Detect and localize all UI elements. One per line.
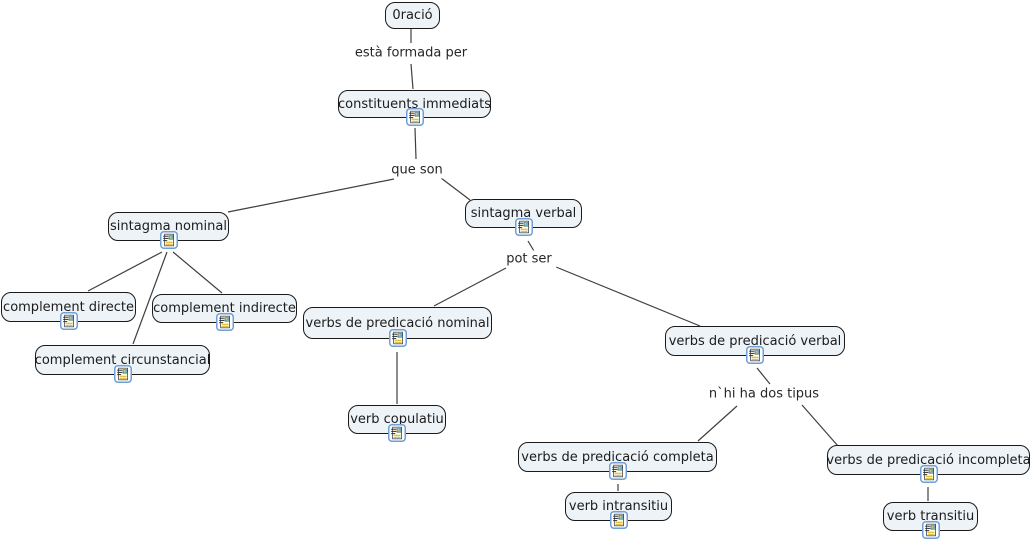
concept-node-constituents-immediats[interactable]: constituents immediats [338, 90, 491, 126]
concept-node-label: verbs de predicació completa [521, 449, 714, 465]
concept-node-label: constituents immediats [337, 96, 492, 112]
resource-link-icon[interactable] [608, 462, 627, 480]
concept-node-oracio[interactable]: 0ració [385, 2, 440, 29]
connector-line-6 [172, 251, 223, 294]
concept-node-label: verbs de predicació nominal [305, 315, 490, 331]
concept-node-verbs-predicacio-nominal[interactable]: verbs de predicació nominal [303, 307, 492, 347]
resource-link-icon[interactable] [159, 231, 178, 249]
concept-node-verbs-predicacio-completa[interactable]: verbs de predicació completa [518, 442, 717, 480]
concept-node-complement-indirecte[interactable]: complement indirecte [152, 294, 297, 331]
concept-node-label: verb copulatiu [350, 412, 444, 427]
connector-line-3 [227, 178, 395, 213]
resource-link-icon[interactable] [746, 346, 764, 364]
resource-link-icon[interactable] [388, 424, 406, 442]
concept-node-label: verb transitiu [886, 509, 975, 524]
concept-node-verb-intransitiu[interactable]: verb intransitiu [565, 492, 672, 529]
connector-line-9 [433, 267, 507, 307]
connector-line-7 [132, 251, 168, 345]
connector-line-2 [414, 127, 417, 160]
connector-line-12 [756, 367, 771, 385]
concept-node-verb-transitiu[interactable]: verb transitiu [883, 502, 978, 539]
concept-node-verbs-predicacio-incompleta[interactable]: verbs de predicació incompleta [826, 445, 1031, 483]
link-phrase-nhi-ha-dos-tipus[interactable]: n`hi ha dos tipus [704, 385, 824, 403]
resource-link-icon[interactable] [113, 365, 132, 383]
resource-link-icon[interactable] [921, 521, 940, 539]
concept-node-label: verbs de predicació incompleta [826, 452, 1031, 468]
connector-line-13 [697, 405, 738, 442]
concept-node-label: sintagma verbal [470, 206, 577, 221]
concept-node-complement-circunstancial[interactable]: complement circunstancial [35, 345, 210, 383]
connector-line-8 [527, 240, 535, 252]
resource-link-icon[interactable] [919, 465, 938, 483]
concept-node-verb-copulatiu[interactable]: verb copulatiu [348, 405, 446, 442]
concept-node-sintagma-nominal[interactable]: sintagma nominal [108, 212, 229, 249]
link-phrase-que-son[interactable]: que son [387, 161, 447, 179]
resource-link-icon[interactable] [405, 108, 424, 126]
connector-line-5 [87, 251, 163, 292]
concept-node-label: complement indirecte [153, 301, 296, 316]
concept-node-complement-directe[interactable]: complement directe [1, 292, 136, 330]
connector-line-10 [555, 266, 701, 327]
concept-node-label: 0ració [392, 8, 433, 23]
concept-node-verbs-predicacio-verbal[interactable]: verbs de predicació verbal [665, 326, 845, 364]
resource-link-icon[interactable] [609, 511, 628, 529]
concept-node-label: sintagma nominal [110, 219, 227, 234]
connector-line-14 [801, 404, 839, 447]
resource-link-icon[interactable] [388, 329, 407, 347]
connector-line-1 [410, 63, 414, 90]
concept-node-label: complement circunstancial [34, 352, 211, 368]
concept-node-label: verb intransitiu [568, 499, 669, 514]
concept-node-label: verbs de predicació verbal [668, 333, 842, 349]
resource-link-icon[interactable] [514, 218, 533, 236]
concept-node-label: complement directe [3, 299, 134, 315]
concept-node-sintagma-verbal[interactable]: sintagma verbal [465, 199, 582, 236]
resource-link-icon[interactable] [59, 312, 78, 330]
resource-link-icon[interactable] [215, 313, 234, 331]
connector-line-4 [440, 177, 471, 201]
link-phrase-esta-formada-per[interactable]: està formada per [350, 44, 472, 62]
link-phrase-pot-ser[interactable]: pot ser [502, 250, 556, 268]
